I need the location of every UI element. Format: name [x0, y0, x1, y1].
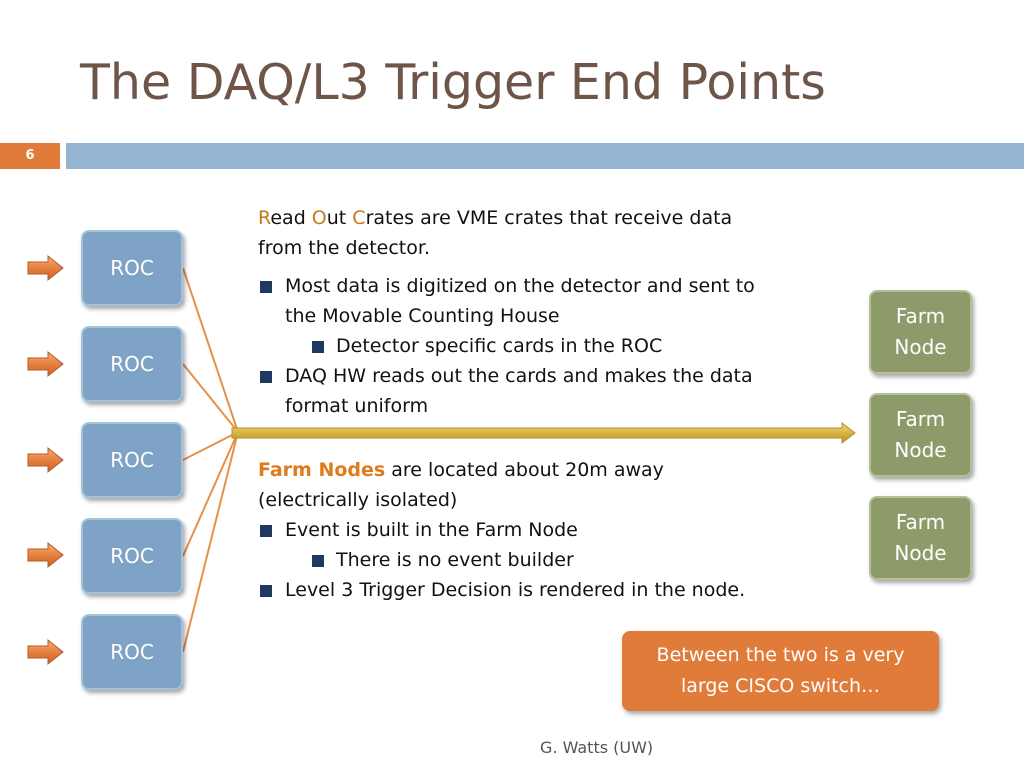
roc-link-line: [182, 267, 239, 433]
roc-box: ROC: [81, 518, 183, 594]
bullet-text: format uniform: [285, 395, 429, 417]
page-number: 6: [0, 143, 60, 169]
bullet-item: There is no event builder: [258, 545, 818, 575]
farm-node-box: Farm Node: [869, 496, 972, 580]
acronym-rest: ut: [326, 207, 353, 229]
farm-intro-line-2: (electrically isolated): [258, 489, 458, 511]
bullet-item: Level 3 Trigger Decision is rendered in …: [258, 575, 818, 605]
callout-text: Between the two is a very: [656, 644, 905, 666]
farm-nodes-highlight: Farm Nodes: [258, 459, 386, 481]
bullet-square-icon: [260, 585, 272, 597]
roc-box: ROC: [81, 230, 183, 306]
bullet-item: Event is built in the Farm Node: [258, 515, 818, 545]
acronym-letter: R: [258, 207, 271, 229]
footer-author: G. Watts (UW): [540, 738, 654, 757]
callout-text: large CISCO switch…: [680, 675, 881, 697]
roc-link-line: [182, 431, 239, 557]
farm-node-box: Farm Node: [869, 393, 972, 477]
bullet-item: Most data is digitized on the detector a…: [258, 271, 818, 331]
farm-node-label: Node: [894, 438, 947, 462]
bullet-square-icon: [312, 555, 324, 567]
bullet-text: Event is built in the Farm Node: [285, 519, 578, 541]
bullet-item: DAQ HW reads out the cards and makes the…: [258, 361, 818, 421]
bullet-square-icon: [260, 371, 272, 383]
roc-link-line: [182, 363, 239, 433]
input-arrow-icon: [27, 350, 64, 378]
farm-intro-rest: are located about 20m away: [385, 459, 664, 481]
roc-link-line: [182, 431, 239, 653]
bullet-text: Most data is digitized on the detector a…: [285, 275, 755, 297]
farm-node-label: Farm: [895, 407, 946, 431]
bullet-square-icon: [260, 281, 272, 293]
bullet-text: the Movable Counting House: [285, 305, 560, 327]
farm-node-box: Farm Node: [869, 290, 972, 374]
roc-description: Read Out Crates are VME crates that rece…: [258, 203, 818, 421]
input-arrow-icon: [27, 638, 64, 666]
acronym-rest: rates are VME crates that receive data: [365, 207, 733, 229]
bullet-item: Detector specific cards in the ROC: [258, 331, 818, 361]
switch-callout: Between the two is a very large CISCO sw…: [622, 631, 939, 711]
acronym-letter: O: [311, 207, 327, 229]
farm-node-label: Node: [894, 335, 947, 359]
input-arrow-icon: [27, 446, 64, 474]
bullet-square-icon: [260, 525, 272, 537]
acronym-letter: C: [352, 207, 366, 229]
bullet-text: Level 3 Trigger Decision is rendered in …: [285, 579, 746, 601]
bus-arrow: [231, 421, 856, 445]
farm-node-label: Node: [894, 541, 947, 565]
slide-title: The DAQ/L3 Trigger End Points: [80, 54, 826, 111]
roc-box: ROC: [81, 614, 183, 690]
farm-node-label: Farm: [895, 304, 946, 328]
roc-box: ROC: [81, 422, 183, 498]
farm-node-label: Farm: [895, 510, 946, 534]
bullet-text: Detector specific cards in the ROC: [336, 335, 663, 357]
bullet-text: There is no event builder: [336, 549, 574, 571]
bullet-text: DAQ HW reads out the cards and makes the…: [285, 365, 753, 387]
farm-intro-line: Farm Nodes are located about 20m away: [258, 455, 818, 485]
input-arrow-icon: [27, 541, 64, 569]
roc-box: ROC: [81, 326, 183, 402]
acronym-rest: ead: [270, 207, 312, 229]
roc-intro-line: Read Out Crates are VME crates that rece…: [258, 203, 818, 233]
roc-intro-line-2: from the detector.: [258, 237, 430, 259]
farm-description: Farm Nodes are located about 20m away (e…: [258, 455, 818, 605]
input-arrow-icon: [27, 254, 64, 282]
header-band: [66, 143, 1024, 169]
bullet-square-icon: [312, 341, 324, 353]
roc-link-line: [182, 431, 239, 461]
